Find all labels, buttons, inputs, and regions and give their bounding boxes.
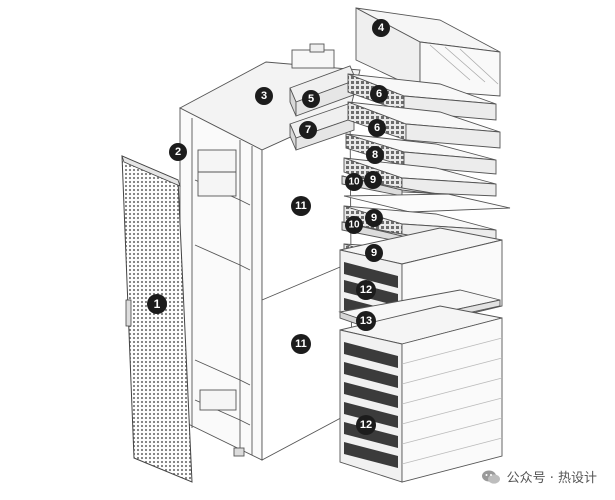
front-door: [121, 155, 193, 483]
callout-server-8: 8: [366, 146, 384, 164]
callout-top-server: 4: [372, 19, 390, 37]
callout-rail-13: 13: [356, 311, 376, 331]
callout-server-9a: 9: [364, 171, 382, 189]
svg-text:10: 10: [348, 177, 360, 188]
svg-text:10: 10: [348, 220, 360, 231]
callout-server-6a: 6: [370, 85, 388, 103]
svg-text:13: 13: [360, 315, 372, 327]
callout-door-hinge: 2: [169, 143, 187, 161]
svg-text:4: 4: [378, 22, 385, 34]
svg-text:12: 12: [360, 284, 372, 296]
svg-text:6: 6: [374, 122, 380, 134]
wechat-icon: [481, 470, 500, 484]
svg-text:9: 9: [371, 247, 377, 259]
watermark-text: 公众号 · 热设计: [506, 471, 597, 486]
callout-module-7: 7: [299, 121, 317, 139]
rack-cabinet: [179, 43, 361, 461]
watermark: 公众号 · 热设计: [481, 467, 597, 486]
svg-text:9: 9: [371, 212, 377, 224]
callout-side-panel-lower: 11: [291, 334, 311, 354]
svg-text:11: 11: [295, 200, 307, 212]
svg-text:11: 11: [295, 338, 307, 350]
door-handle: [125, 299, 132, 327]
svg-text:8: 8: [372, 149, 378, 161]
callout-module-5: 5: [302, 90, 320, 108]
svg-text:1: 1: [154, 297, 161, 311]
svg-text:3: 3: [261, 90, 267, 102]
svg-text:7: 7: [305, 124, 311, 136]
svg-text:2: 2: [175, 146, 181, 158]
server-stack: [338, 7, 511, 483]
callout-side-panel-upper: 11: [291, 196, 311, 216]
svg-text:9: 9: [370, 174, 376, 186]
callout-cabinet-top: 3: [255, 87, 273, 105]
svg-text:12: 12: [360, 419, 372, 431]
callout-switch-10b: 10: [345, 216, 363, 234]
callouts: 1 2 3 4 5 6 6 7 8 9 9 9 10 10 11 11 12 1…: [147, 19, 390, 435]
callout-storage-12b: 12: [356, 415, 376, 435]
callout-door: 1: [147, 294, 167, 314]
callout-storage-12a: 12: [356, 280, 376, 300]
svg-text:6: 6: [376, 88, 382, 100]
callout-server-6b: 6: [368, 119, 386, 137]
callout-server-9b: 9: [365, 209, 383, 227]
callout-server-9c: 9: [365, 244, 383, 262]
callout-switch-10a: 10: [345, 173, 363, 191]
svg-text:5: 5: [308, 93, 314, 105]
